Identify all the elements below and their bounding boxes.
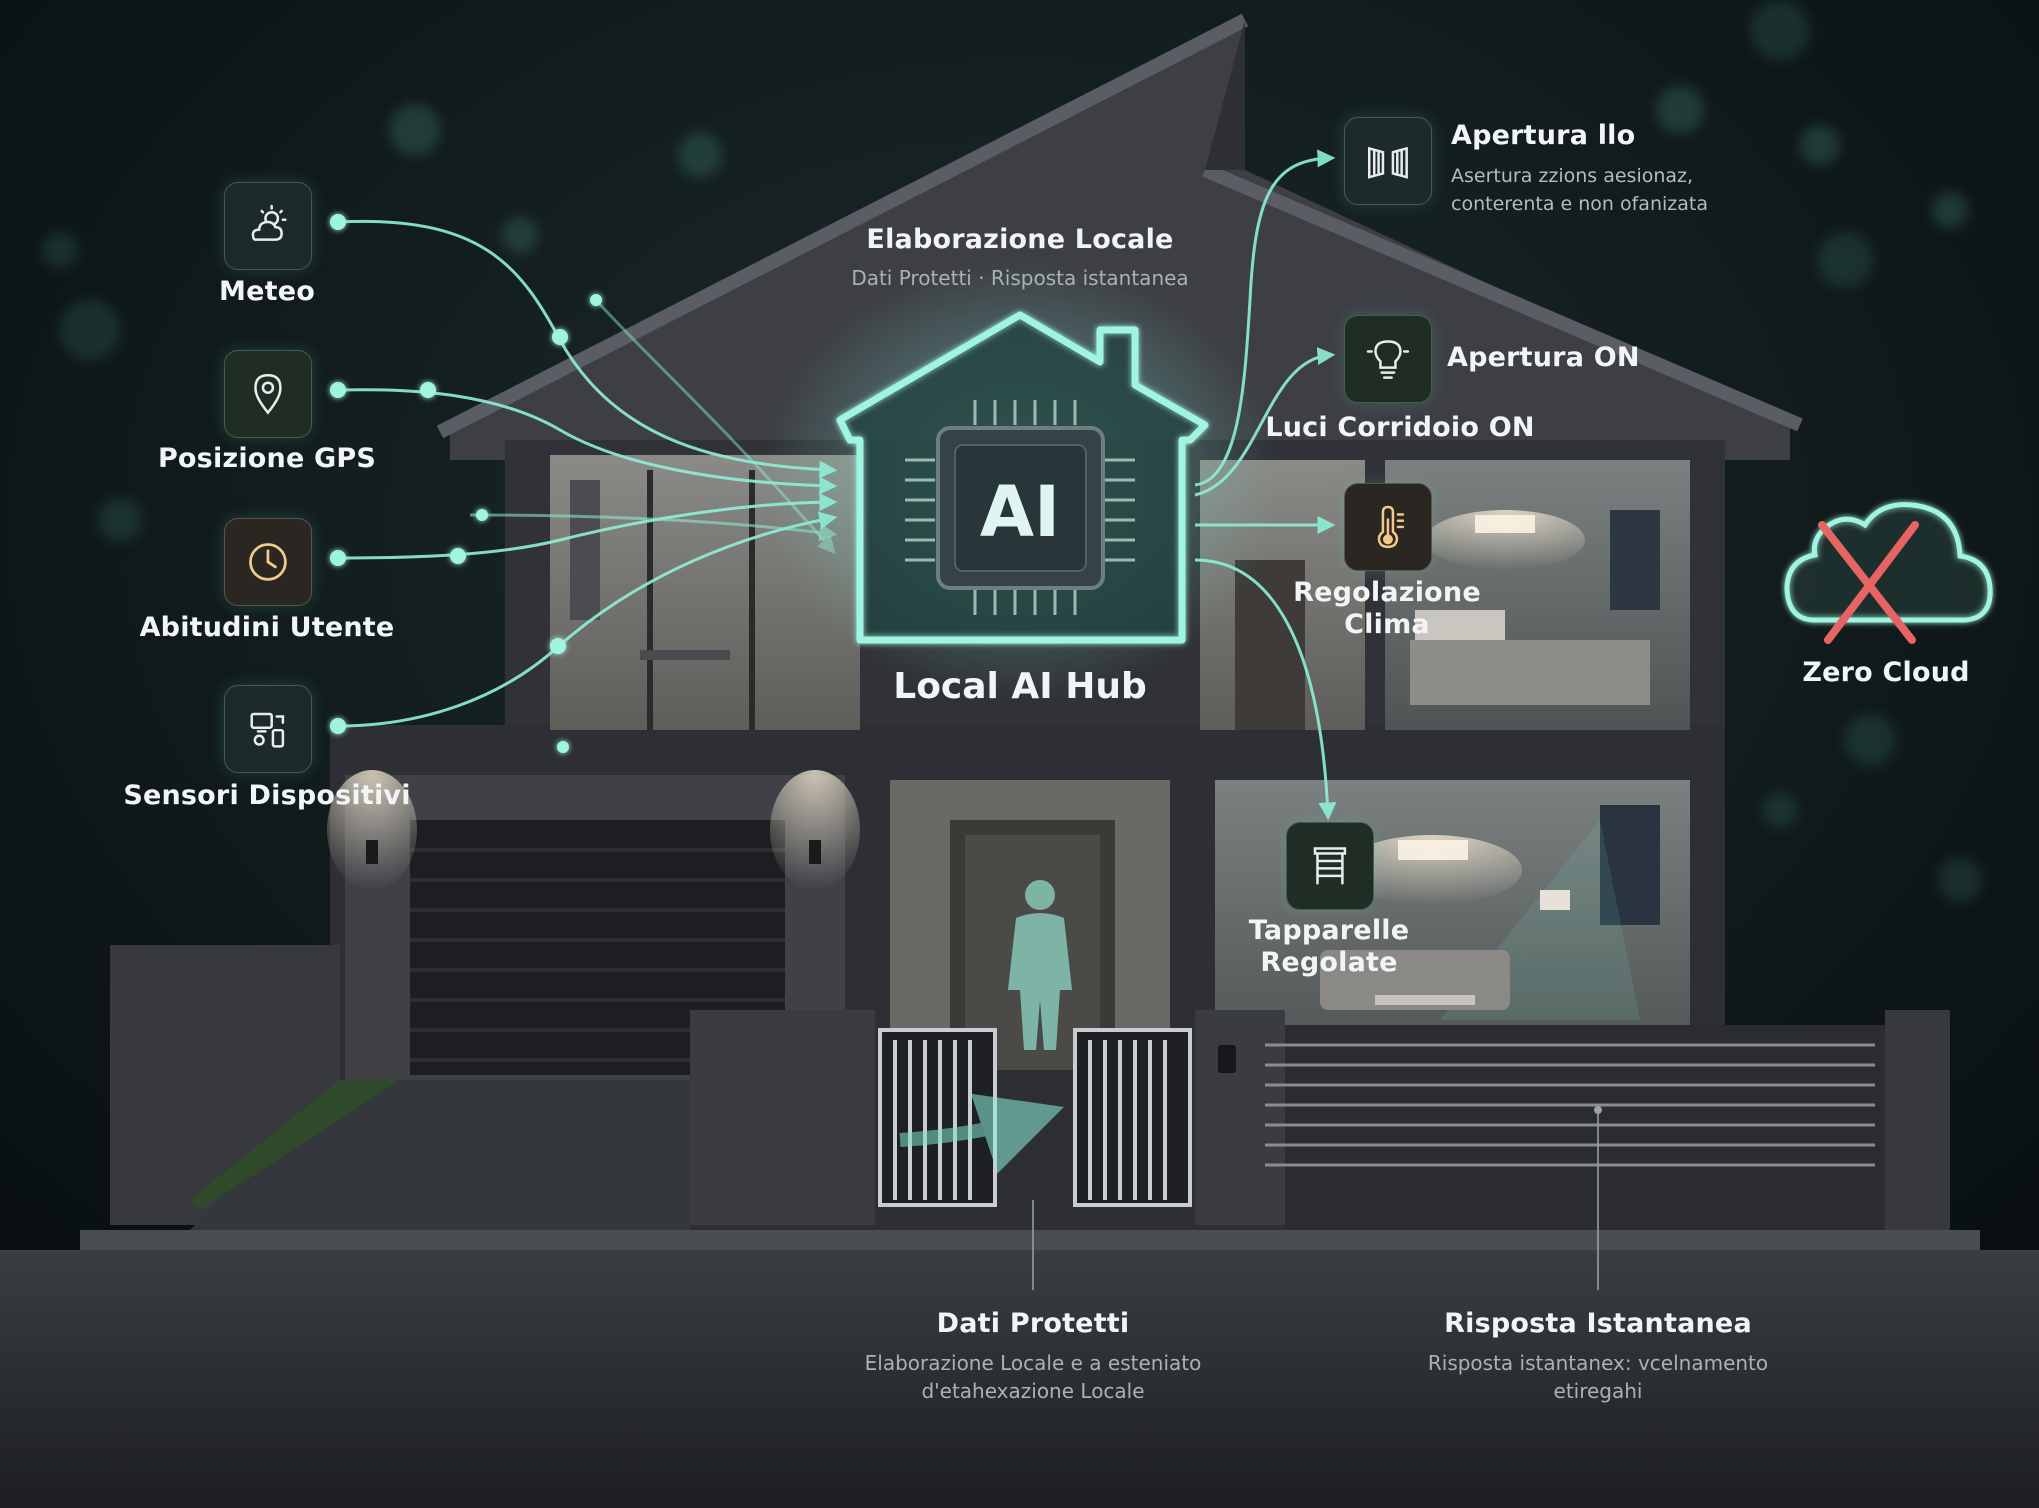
input-label-gps: Posizione GPS xyxy=(157,443,377,474)
footer-line-response-2: etiregahi xyxy=(1553,1379,1643,1403)
output-title-blinds-2: Regolate xyxy=(1260,947,1398,978)
location-pin-icon[interactable] xyxy=(224,350,312,438)
chip-text: AI xyxy=(980,471,1060,553)
output-title-gate: Apertura llo xyxy=(1451,120,1636,151)
gate-icon[interactable] xyxy=(1344,117,1432,205)
light-bulb-icon[interactable] xyxy=(1344,315,1432,403)
hub-label: Local AI Hub xyxy=(893,666,1147,707)
footer-title-data: Dati Protetti xyxy=(936,1308,1130,1339)
cloud-crossed-icon xyxy=(1784,502,1993,644)
chip-pins xyxy=(905,400,1135,615)
blinds-icon[interactable] xyxy=(1286,822,1374,910)
weather-icon[interactable] xyxy=(224,182,312,270)
footer-line-response-1: Risposta istantanex: vcelnamento xyxy=(1427,1351,1769,1375)
devices-icon[interactable] xyxy=(224,685,312,773)
input-label-habits: Abitudini Utente xyxy=(139,612,395,643)
hub-subtitle: Dati Protetti · Risposta istantanea xyxy=(851,266,1189,290)
clock-icon[interactable] xyxy=(224,518,312,606)
footer-title-response: Risposta Istantanea xyxy=(1444,1308,1752,1339)
output-desc-gate-1: Asertura zzions aesionaz, xyxy=(1451,165,1694,187)
thermometer-icon[interactable] xyxy=(1344,483,1432,571)
output-title-climate-2: Clima xyxy=(1344,609,1430,640)
hub-title: Elaborazione Locale xyxy=(866,224,1174,255)
input-label-weather: Meteo xyxy=(219,276,315,307)
zero-cloud-label: Zero Cloud xyxy=(1802,657,1970,688)
output-desc-gate-2: conterenta e non ofanizata xyxy=(1451,193,1708,215)
output-caption-light: Luci Corridoio ON xyxy=(1265,412,1535,443)
footer-line-data-2: d'etahexazione Locale xyxy=(921,1379,1145,1403)
output-title-climate-1: Regolazione xyxy=(1293,577,1481,608)
output-title-blinds-1: Tapparelle xyxy=(1248,915,1410,946)
output-title-light: Apertura ON xyxy=(1447,342,1640,373)
footer-line-data-1: Elaborazione Locale e a esteniato xyxy=(864,1351,1202,1375)
input-label-sensors: Sensori Dispositivi xyxy=(123,780,411,811)
person-silhouette xyxy=(1008,880,1072,1050)
